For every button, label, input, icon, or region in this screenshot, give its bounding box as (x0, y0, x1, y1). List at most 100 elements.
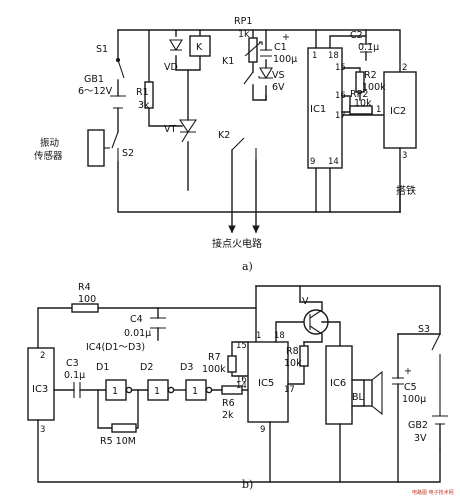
circuit-b: R4 100 C4 0.01μ IC3 2 3 C3 0.1μ IC4(D1～D… (27, 282, 448, 491)
wire-r1-bottom (148, 107, 183, 127)
label-ic3: IC3 (32, 384, 48, 395)
label-ic4: IC4(D1～D3) (86, 342, 145, 353)
label-gb1-voltage: 6～12V (78, 86, 113, 97)
wire-vd-relay (175, 29, 201, 71)
label-r2-value: 100k (362, 82, 386, 93)
pin-ic1-18: 18 (328, 51, 339, 61)
wire-ignition-leads (231, 159, 257, 233)
label-c4: C4 (130, 314, 143, 325)
ic3-block (27, 347, 55, 421)
label-r1: R1 (136, 87, 149, 98)
vibration-sensor-block (87, 129, 105, 167)
label-r2: R2 (364, 70, 377, 81)
pin-ic3-2: 2 (40, 351, 45, 361)
pin-ic5-15: 15 (236, 341, 247, 351)
pin-ic5-18: 18 (274, 331, 285, 341)
label-c3-value: 0.1μ (64, 370, 85, 381)
wire-ic1-bottom (315, 167, 331, 213)
wire-speaker (351, 379, 365, 407)
label-c1-value: 100μ (273, 54, 297, 65)
ic6-block (325, 345, 353, 425)
arrow-ignition-left (228, 225, 236, 234)
label-rp1-value: 1k (238, 29, 250, 40)
label-vibration-sensor-1: 振动 (40, 137, 59, 149)
switch-s1-blade (117, 59, 125, 79)
switch-s1-contact (115, 57, 121, 63)
pin-ic5-1: 1 (256, 331, 261, 341)
label-r6: R6 (222, 398, 235, 409)
resistor-r4 (71, 303, 99, 313)
potentiometer-rp1-arrow (244, 41, 263, 57)
label-d1: D1 (96, 362, 109, 373)
label-r8: R8 (286, 346, 299, 357)
label-r1-value: 3k (138, 100, 150, 111)
label-r6-value: 2k (222, 410, 234, 421)
speaker-bl-cone (371, 370, 383, 416)
transistor-v-symbol (309, 309, 323, 335)
gate-d1-bubble (125, 386, 133, 394)
label-s3: S3 (418, 324, 430, 335)
pin-ic5-17: 17 (284, 385, 295, 395)
label-r4: R4 (78, 282, 91, 293)
resistor-r6 (221, 385, 243, 395)
pin-ic2-3: 3 (402, 151, 407, 161)
label-c3: C3 (66, 358, 79, 369)
label-gb2: GB2 (408, 420, 428, 431)
label-gb1: GB1 (84, 74, 104, 85)
ic1-block (307, 47, 343, 169)
pin-ic5-9: 9 (260, 425, 265, 435)
relay-coil-k (189, 35, 211, 57)
pin-ic1-1: 1 (312, 51, 317, 61)
label-bl: BL (352, 392, 365, 403)
label-s1: S1 (96, 44, 108, 55)
circuit-a: S1 GB1 6～12V 振动 传感器 S2 R1 3k VD K VT RP1… (34, 16, 417, 273)
label-c5: C5 (404, 382, 417, 393)
label-c4-value: 0.01μ (124, 328, 151, 339)
resistor-r2 (355, 71, 365, 93)
label-r4-value: 100 (78, 294, 96, 305)
resistor-r5 (111, 423, 137, 433)
label-ic6: IC6 (330, 378, 346, 389)
pin-ic2-1: 1 (376, 105, 381, 115)
wire-bottom-rail-b (37, 419, 441, 483)
label-gate-d2: 1 (154, 386, 160, 397)
gate-d2-bubble (167, 386, 175, 394)
battery-gb1 (110, 95, 126, 109)
label-vibration-sensor-2: 传感器 (34, 150, 63, 162)
capacitor-c3 (73, 382, 81, 398)
potentiometer-rp2 (349, 105, 373, 115)
switch-s2-blade (111, 131, 119, 162)
label-r8-value: 10k (284, 358, 302, 369)
capacitor-c5 (392, 377, 404, 385)
diode-vd (169, 39, 183, 52)
label-s2: S2 (122, 148, 134, 159)
pin-ic1-9: 9 (310, 157, 315, 167)
capacitor-c1 (260, 49, 272, 57)
resistor-r1 (144, 81, 154, 109)
pin-ic5-14: 14 (236, 381, 247, 391)
label-r7: R7 (208, 352, 221, 363)
gate-d3-bubble (205, 386, 213, 394)
label-ic1: IC1 (310, 104, 326, 115)
label-rp2: RP2 (350, 89, 368, 100)
label-ground: 搭铁 (396, 184, 416, 197)
label-k2: K2 (218, 130, 230, 141)
label-gate-d3: 1 (192, 386, 198, 397)
resistor-r8 (299, 345, 309, 367)
pin-ic1-15: 15 (335, 63, 346, 73)
relay-contact-k1 (243, 71, 254, 86)
label-k1: K1 (222, 56, 234, 67)
label-c5-value: 100μ (402, 394, 426, 405)
potentiometer-rp1 (248, 37, 258, 63)
arrow-ignition-right (252, 225, 260, 234)
wire-ic5-pin18 (275, 321, 305, 343)
switch-s3 (431, 333, 441, 416)
label-rp1: RP1 (234, 16, 252, 27)
label-d2: D2 (140, 362, 153, 373)
wire-bottom-rail (117, 161, 401, 213)
pin-ic1-17: 17 (335, 111, 346, 121)
label-transistor-v: V (302, 296, 309, 307)
wire-transistor (299, 301, 323, 343)
pin-ic3-3: 3 (40, 425, 45, 435)
